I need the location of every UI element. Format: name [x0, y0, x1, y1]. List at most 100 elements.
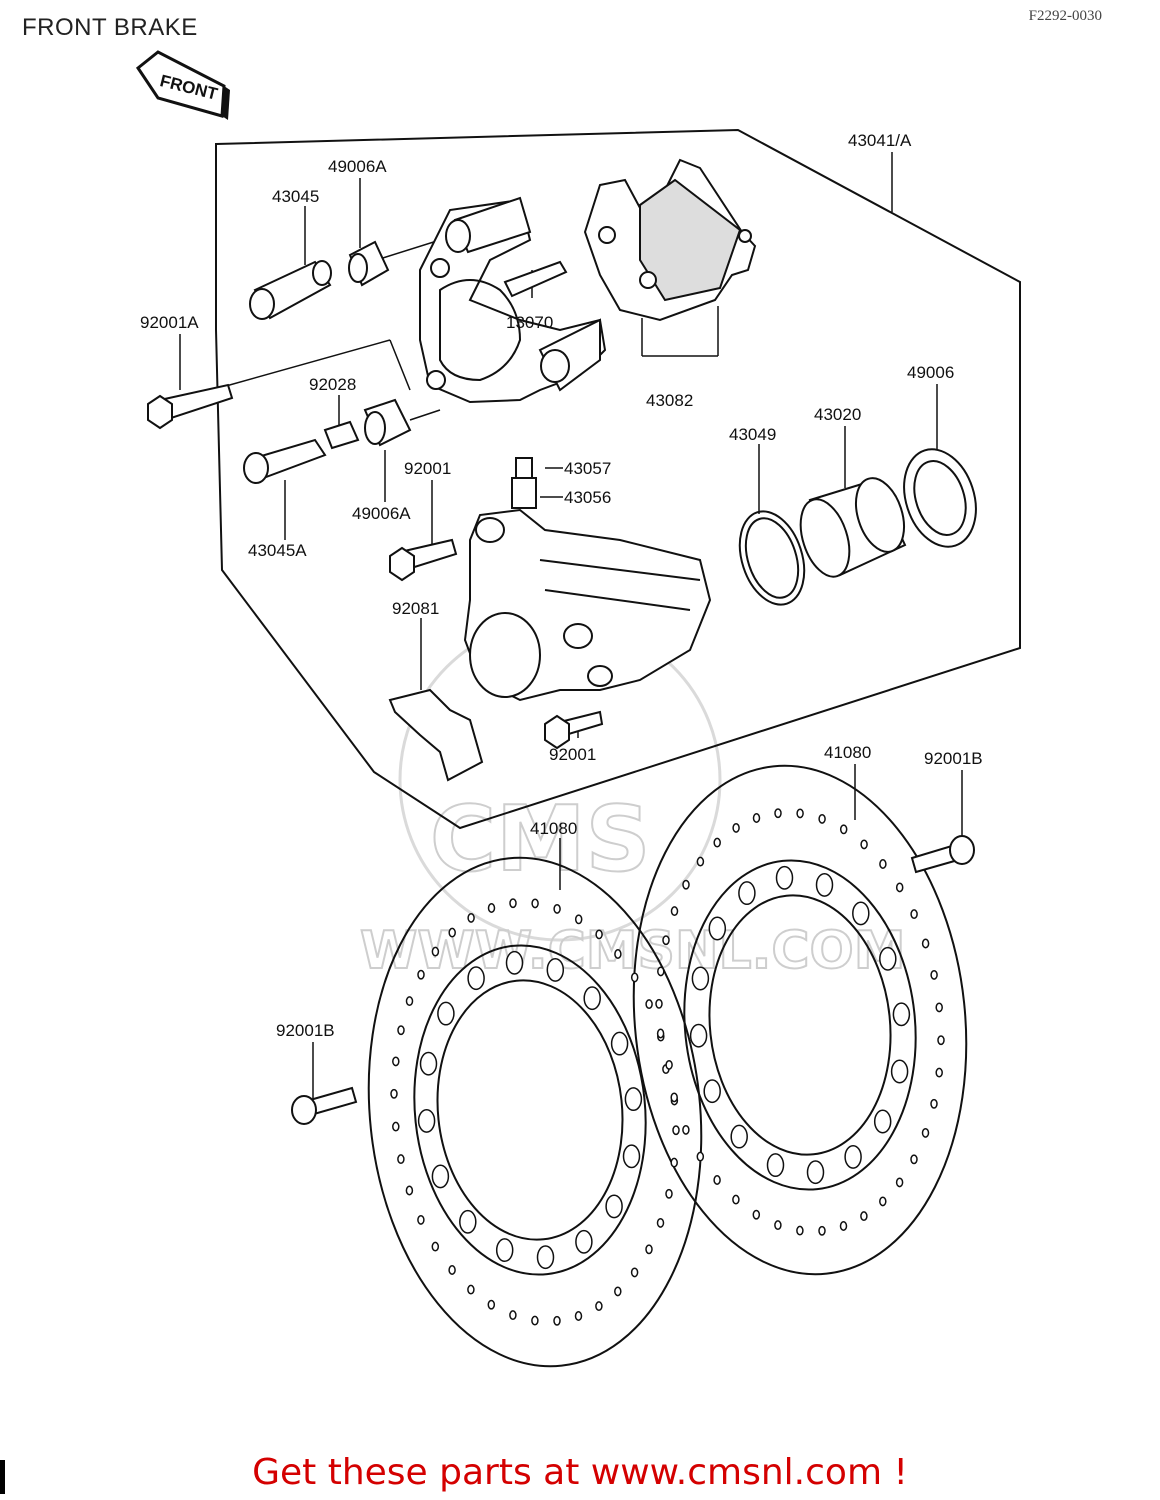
disc-hole	[713, 837, 721, 848]
disc-hole	[405, 996, 414, 1007]
bleeder-valve	[511, 457, 537, 509]
disc-hole	[392, 1121, 400, 1132]
disc-hole	[691, 966, 710, 991]
label-43056: 43056	[564, 488, 611, 507]
disc-holes	[390, 808, 945, 1326]
disc-hole	[713, 1175, 721, 1185]
brake-disc-left	[367, 856, 703, 1368]
disc-hole	[624, 1087, 643, 1112]
slide-pin-upper	[249, 260, 332, 320]
disc-hole	[921, 938, 930, 949]
disc-hole	[937, 1035, 945, 1046]
disc-hole	[574, 1311, 583, 1321]
disc-hole	[487, 1299, 496, 1310]
disc-hole	[392, 1056, 400, 1067]
label-92001-bottom: 92001	[549, 745, 596, 764]
disc-hole	[879, 1196, 887, 1207]
disc-hole	[645, 1244, 653, 1255]
label-49006: 49006	[907, 363, 954, 382]
disc-hole	[775, 865, 794, 890]
disc-hole	[930, 969, 938, 980]
disc-hole	[657, 966, 665, 977]
label-49006a-bottom: 49006A	[352, 504, 411, 523]
disc-hole	[605, 1194, 623, 1219]
disc-hole	[417, 1214, 425, 1225]
disc-hole	[839, 1221, 848, 1231]
lower-pin-group	[243, 398, 412, 484]
disc-hole	[806, 1160, 825, 1185]
disc-hole	[910, 909, 918, 920]
disc-hole	[397, 1154, 405, 1165]
piston-seal	[738, 510, 806, 606]
disc-hole	[895, 882, 904, 893]
disc-hole	[614, 949, 622, 959]
label-43020: 43020	[814, 405, 861, 424]
disc-hole	[656, 1028, 665, 1039]
disc-hole	[879, 859, 887, 869]
disc-hole	[417, 969, 425, 980]
diagram-reference-code: F2292-0030	[1028, 8, 1102, 24]
disc-hole	[595, 1301, 603, 1312]
disc-hole	[574, 914, 583, 925]
front-arrow-badge: FRONT	[135, 50, 230, 120]
disc-hole	[419, 1051, 438, 1076]
label-43045a: 43045A	[248, 541, 307, 560]
disc-hole	[575, 1229, 593, 1254]
brake-pad	[583, 158, 757, 322]
disc-hole	[397, 1025, 405, 1036]
disc-hole	[910, 1154, 918, 1165]
pad-spring	[503, 260, 568, 298]
disc-hole	[682, 1124, 690, 1135]
disc-hole	[670, 1092, 678, 1103]
label-43049: 43049	[729, 425, 776, 444]
disc-hole	[895, 1177, 904, 1188]
disc-bolt-right	[910, 835, 975, 874]
disc-hole	[879, 946, 897, 971]
label-43082: 43082	[646, 391, 693, 410]
disc-hole	[665, 1188, 673, 1199]
disc-hole	[531, 1315, 539, 1326]
disc-hole	[935, 1067, 943, 1078]
label-92001a: 92001A	[140, 313, 199, 332]
disc-hole	[448, 927, 456, 938]
disc-hole	[431, 1164, 450, 1189]
disc-hole	[610, 1031, 629, 1056]
disc-hole	[796, 808, 804, 819]
page-title: FRONT BRAKE	[22, 14, 198, 41]
footer-link-text[interactable]: Get these parts at www.cmsnl.com !	[252, 1452, 908, 1493]
disc-hole	[645, 999, 653, 1010]
disc-hole	[696, 856, 705, 867]
disc-hole	[696, 1151, 705, 1162]
disc-hole	[459, 1209, 477, 1234]
disc-hole	[431, 946, 440, 957]
disc-hole	[622, 1144, 641, 1169]
disc-hole	[467, 966, 485, 991]
disc-hole	[583, 986, 601, 1011]
watermark-logo: CMS	[430, 787, 650, 892]
label-41080-right: 41080	[824, 743, 871, 762]
watermark-url: WWW.CMSNL.COM	[360, 921, 905, 981]
disc-hole	[531, 898, 539, 909]
disc-hole	[844, 1144, 862, 1169]
bolt-92001a	[147, 383, 234, 430]
disc-hole	[505, 950, 524, 975]
disc-hole	[437, 1001, 455, 1026]
disc-hole	[708, 916, 727, 941]
boot-upper	[348, 240, 390, 287]
disc-hole	[730, 1124, 748, 1149]
label-92001b-left: 92001B	[276, 1021, 335, 1040]
disc-hole	[732, 1194, 740, 1205]
caliper-bracket	[419, 196, 607, 404]
disc-hole	[495, 1238, 514, 1263]
label-13070: 13070	[506, 313, 553, 332]
disc-hole	[487, 903, 496, 913]
bracket-92081	[388, 688, 484, 782]
disc-hole	[656, 1217, 665, 1228]
disc-hole	[665, 1059, 673, 1070]
bolt-92001-lower	[544, 710, 604, 750]
disc-hole	[553, 1315, 561, 1326]
disc-hole	[509, 1310, 517, 1321]
disc-hole	[553, 903, 561, 914]
disc-hole	[774, 808, 782, 819]
disc-hole	[655, 998, 663, 1009]
